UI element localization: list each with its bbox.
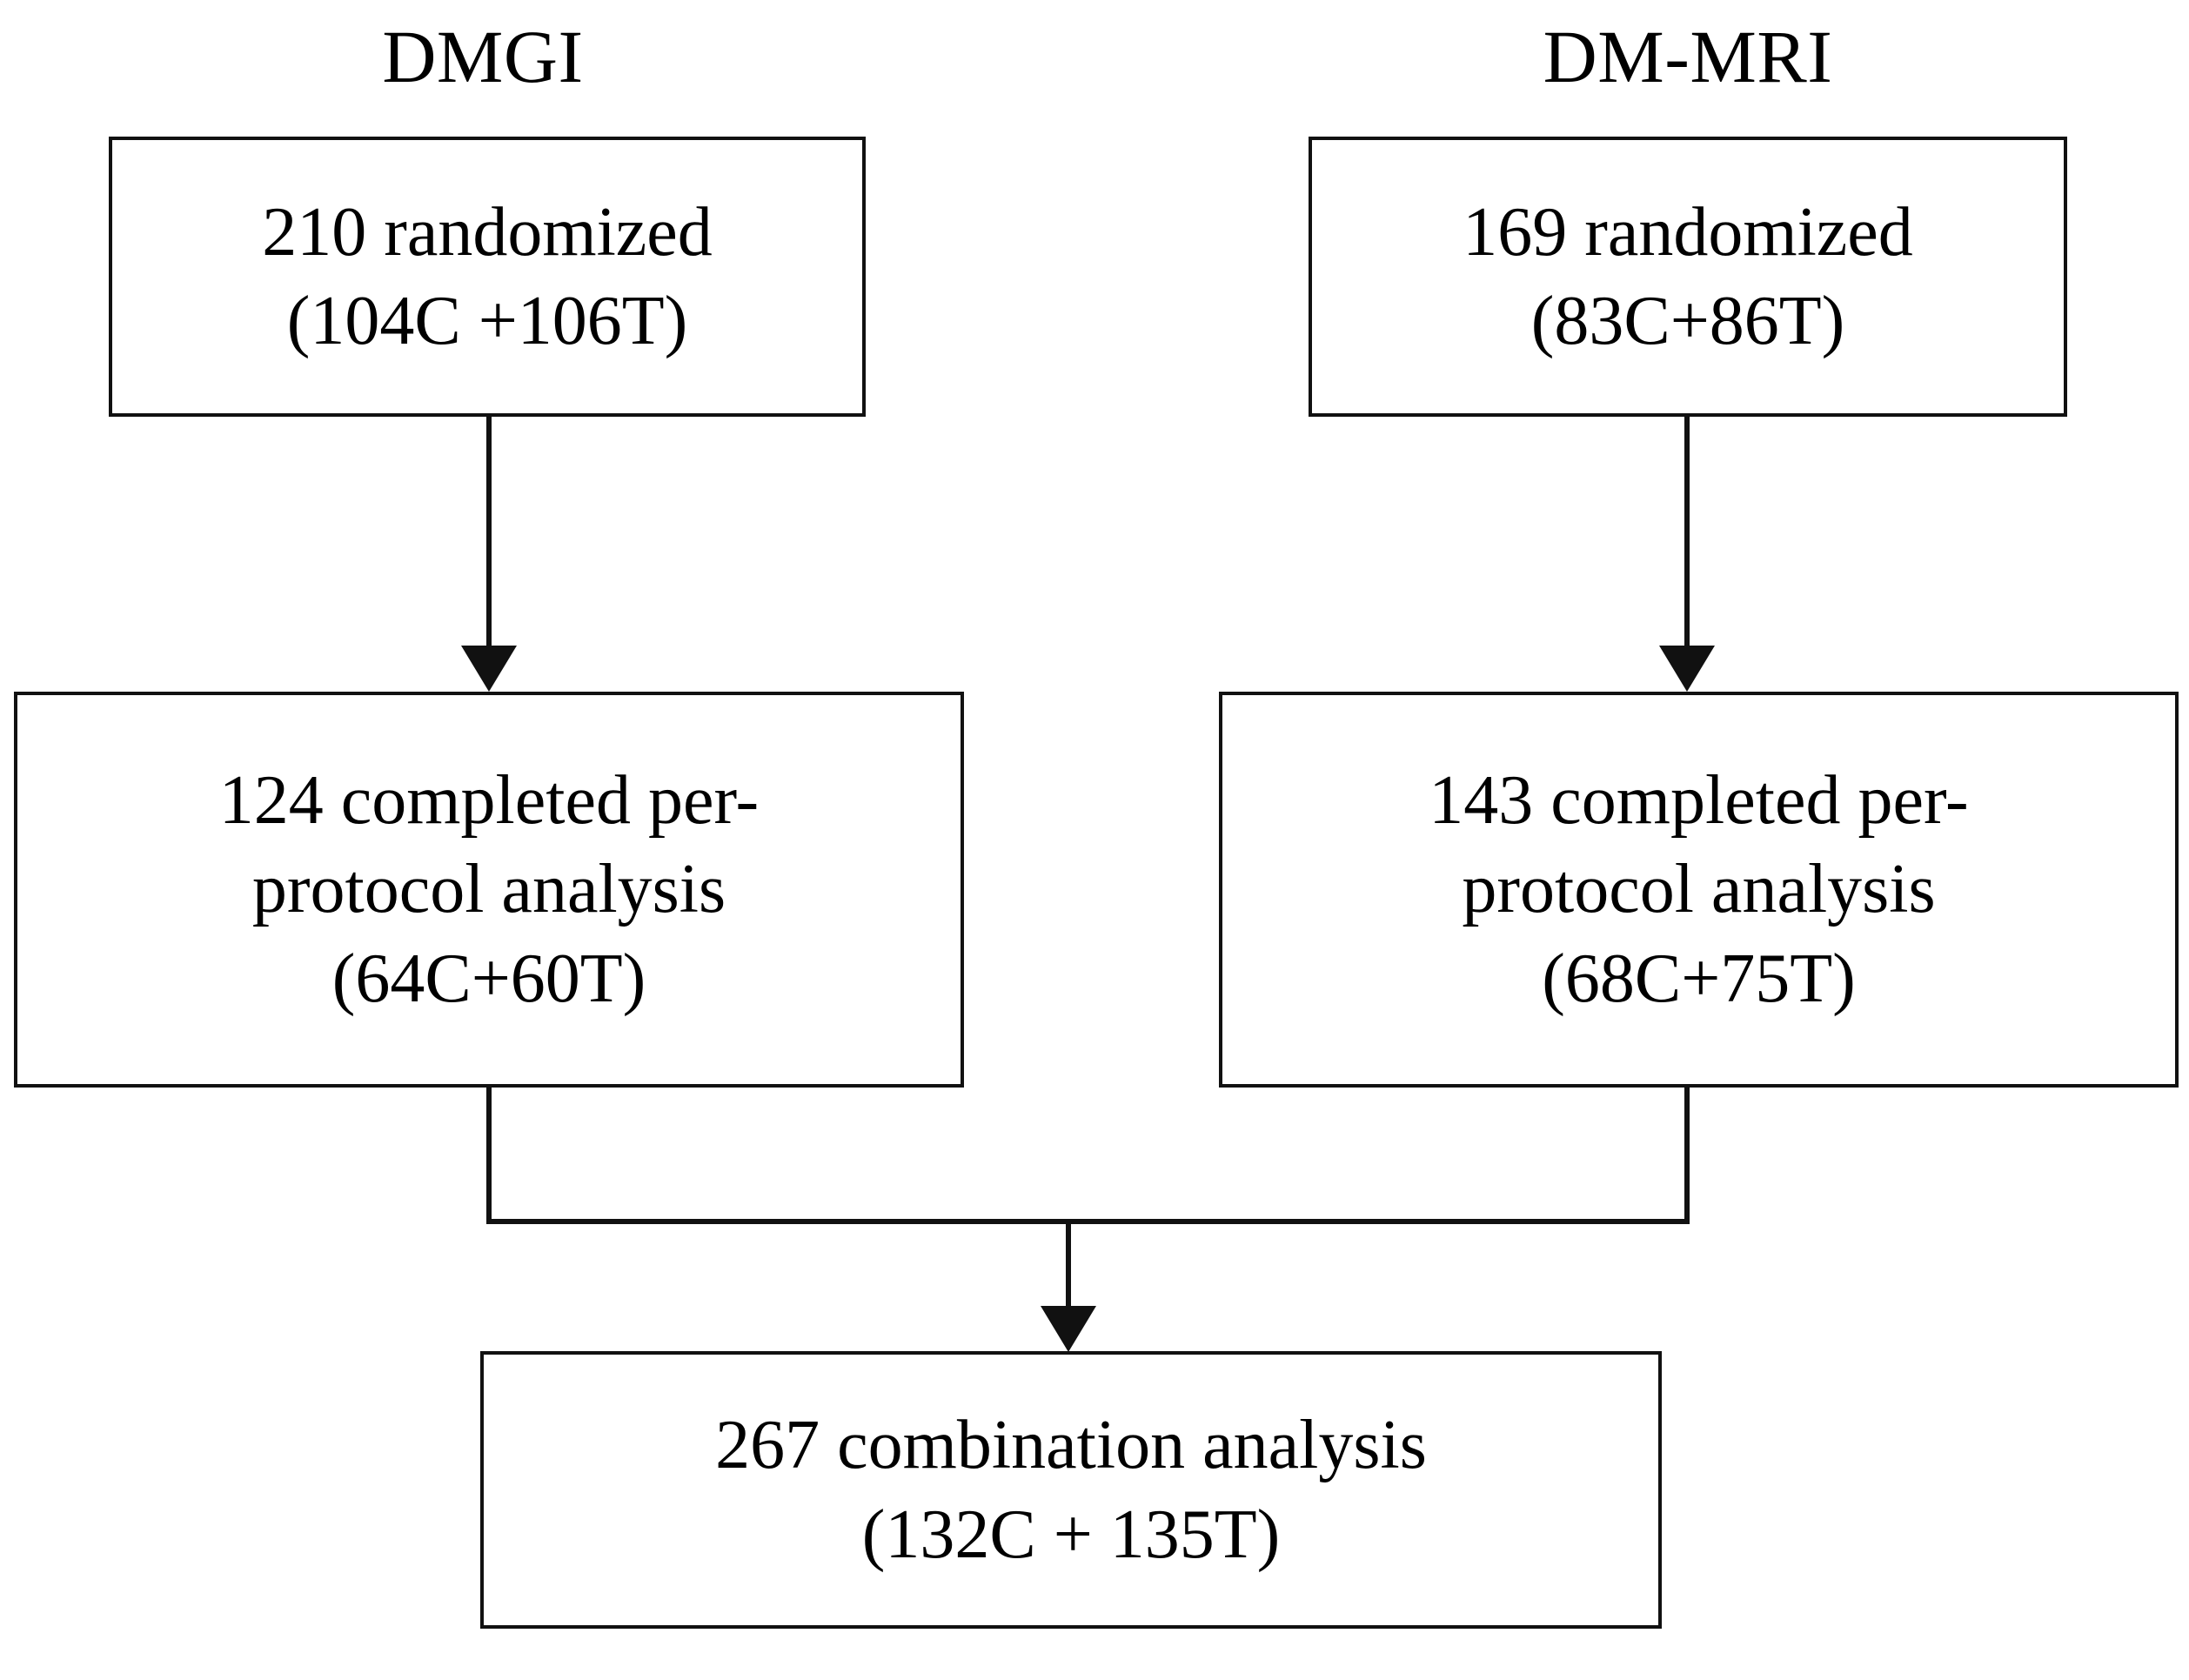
node-dmgi-randomized[interactable]: 210 randomized (104C +106T): [109, 137, 866, 417]
node-dmgi-per-protocol-line1: 124 completed per-: [218, 761, 760, 839]
node-dmgi-per-protocol-line2: protocol analysis: [251, 851, 726, 928]
node-dmmri-randomized[interactable]: 169 randomized (83C+86T): [1309, 137, 2067, 417]
node-combination-analysis-line2: (132C + 135T): [861, 1496, 1281, 1573]
edge-merge-to-combination: [486, 1088, 1690, 1352]
edge-dmmri-randomized-to-per-protocol: [1659, 417, 1715, 692]
node-combination-analysis-line1: 267 combination analysis: [715, 1407, 1427, 1484]
node-dmmri-per-protocol[interactable]: 143 completed per- protocol analysis (68…: [1219, 692, 2179, 1088]
group-title-dmmri: DM-MRI: [1543, 15, 1833, 98]
node-dmmri-randomized-line2: (83C+86T): [1530, 283, 1845, 359]
node-dmmri-per-protocol-line3: (68C+75T): [1542, 940, 1856, 1017]
node-dmmri-per-protocol-line2: protocol analysis: [1462, 851, 1936, 928]
group-title-dmgi: DMGI: [382, 15, 584, 98]
node-dmgi-randomized-line1: 210 randomized: [262, 193, 713, 271]
node-dmgi-per-protocol-line3: (64C+60T): [331, 940, 646, 1017]
node-dmgi-randomized-line2: (104C +106T): [286, 283, 688, 359]
node-dmmri-randomized-line1: 169 randomized: [1463, 193, 1913, 271]
edge-dmgi-randomized-to-per-protocol: [461, 417, 517, 692]
node-dmmri-per-protocol-line1: 143 completed per-: [1429, 761, 1969, 839]
node-combination-analysis[interactable]: 267 combination analysis (132C + 135T): [480, 1351, 1662, 1629]
node-dmgi-per-protocol[interactable]: 124 completed per- protocol analysis (64…: [14, 692, 964, 1088]
